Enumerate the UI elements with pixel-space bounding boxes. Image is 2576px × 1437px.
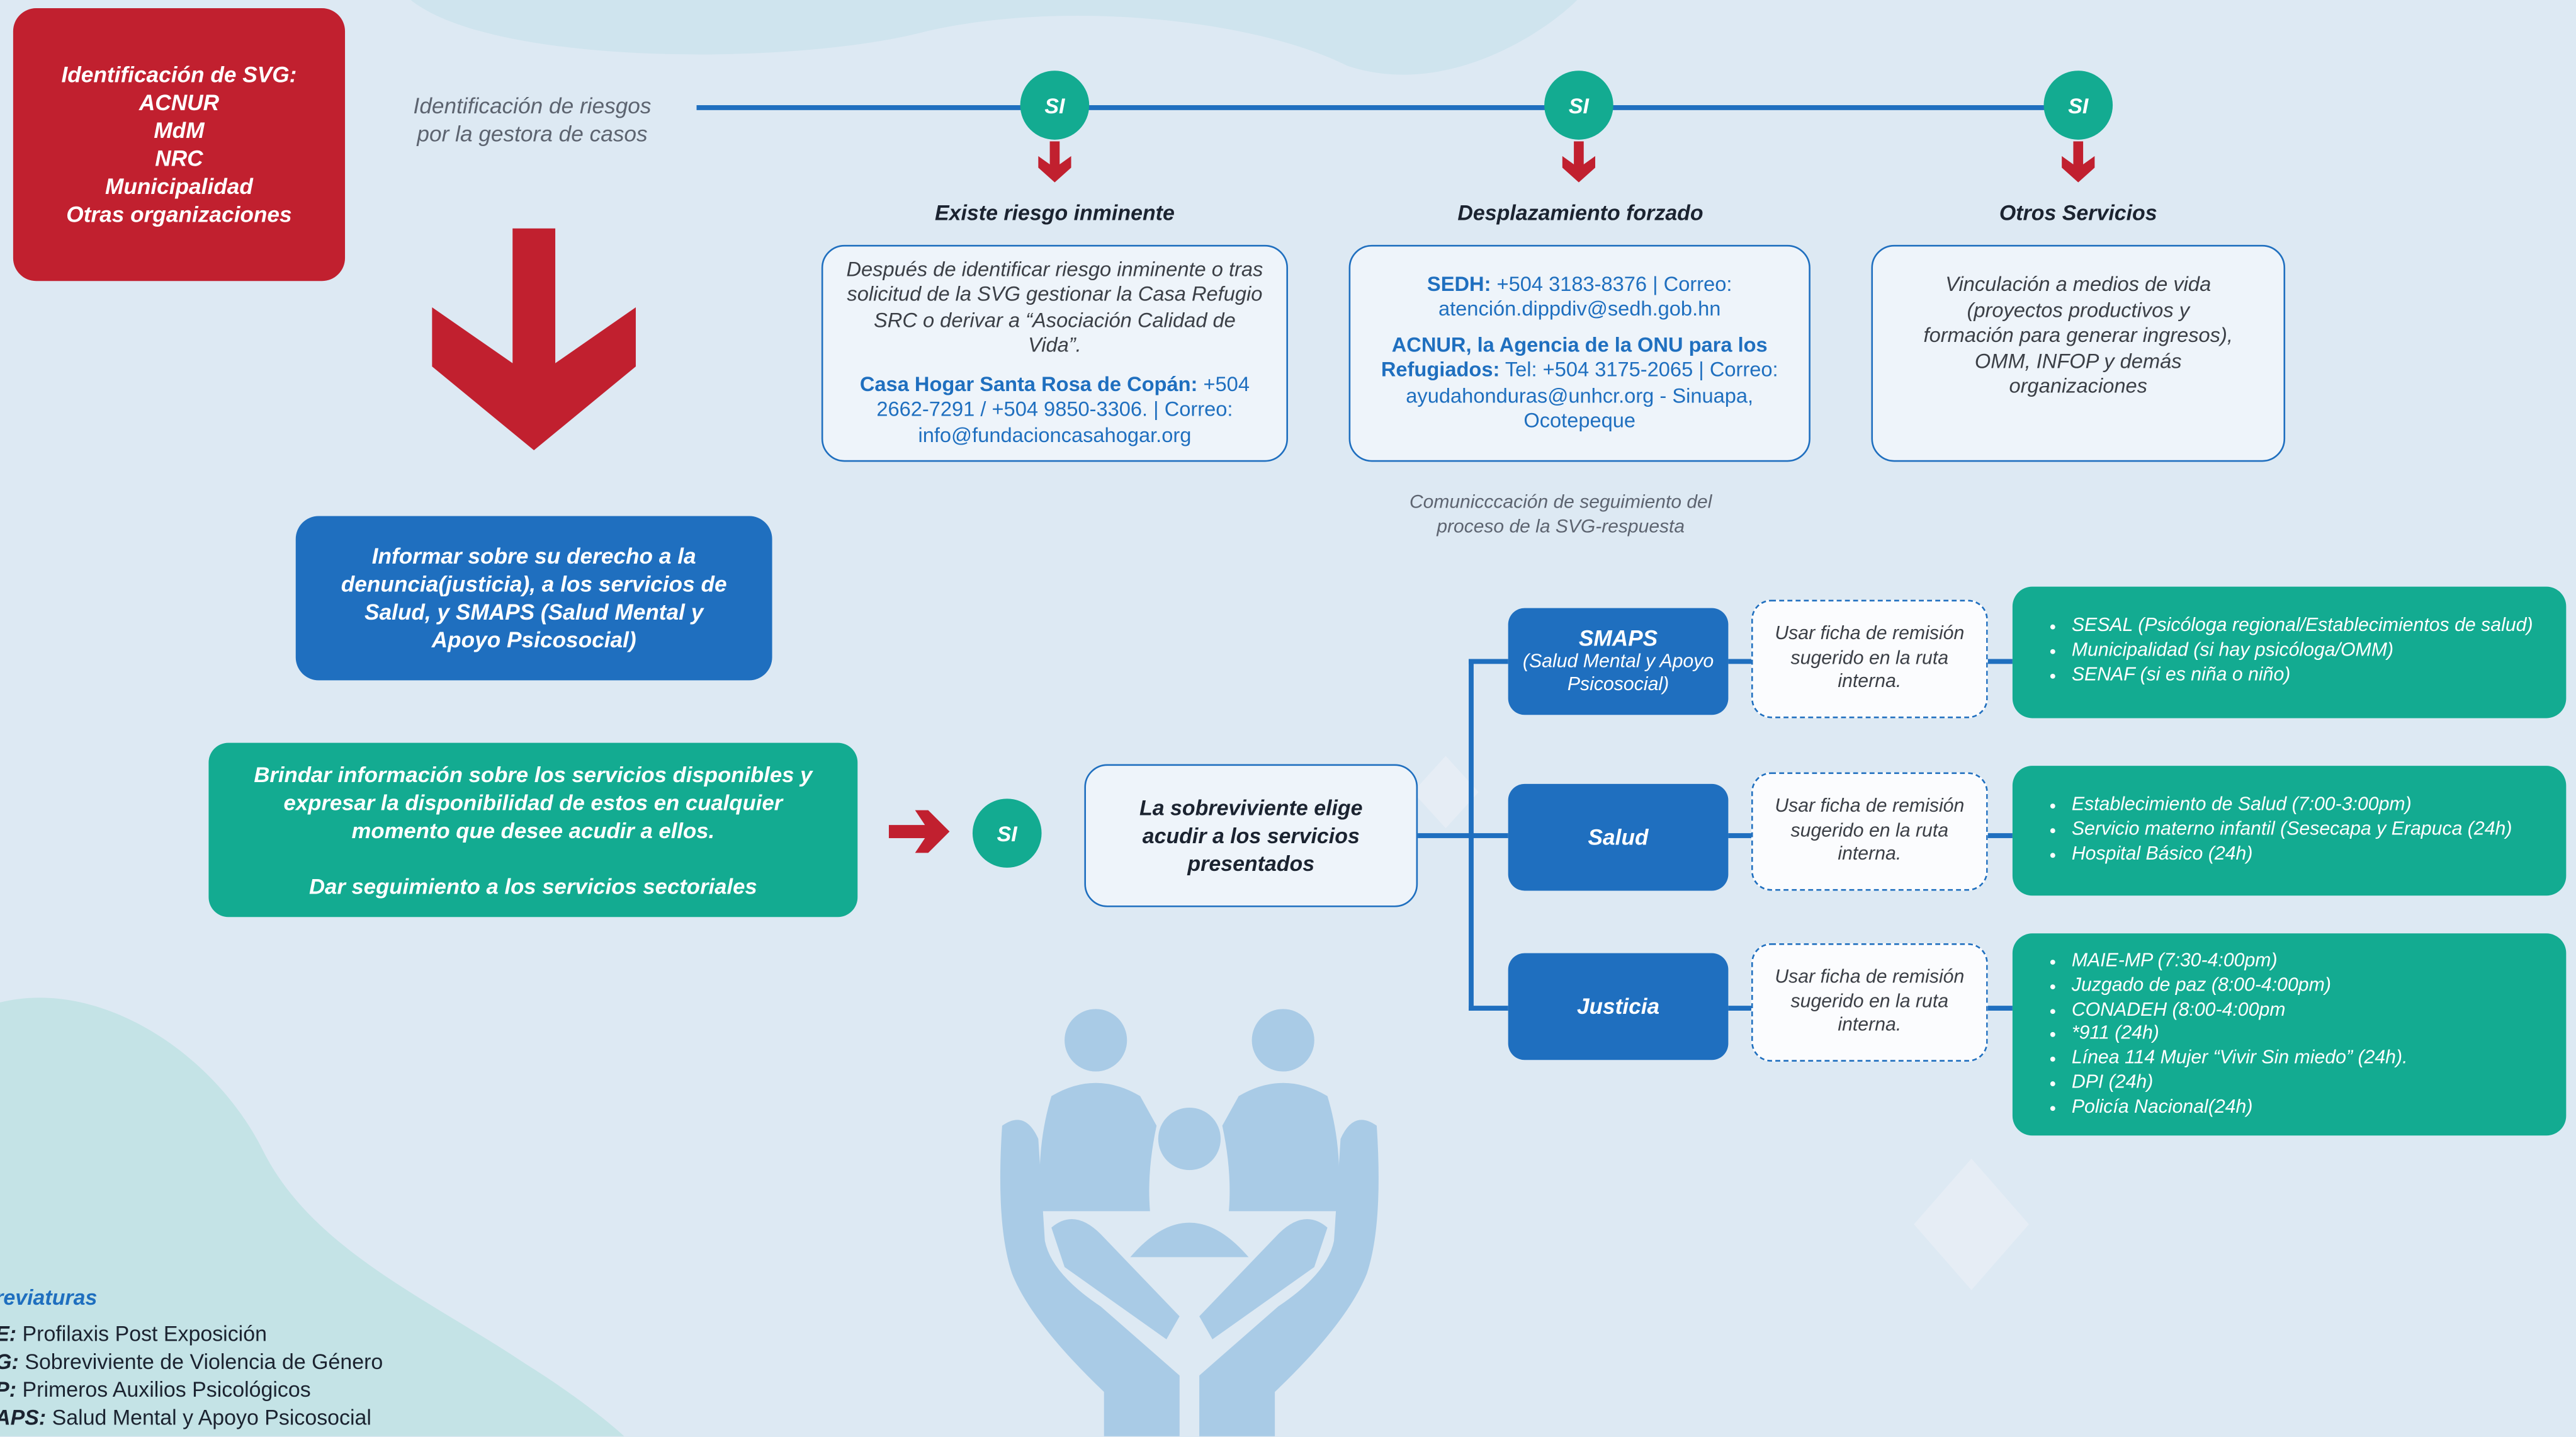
imminent-risk-box: Después de identificar riesgo inminente … — [821, 244, 1289, 462]
list-item: Establecimiento de Salud (7:00-3:00pm) — [2072, 793, 2567, 818]
big-down-arrow-icon — [432, 228, 636, 451]
abbreviation-code: G: — [0, 1349, 19, 1374]
list-item: Servicio materno infantil (Sesecapa y Er… — [2072, 818, 2567, 843]
casa-hogar-details: +504 2662-7291 / +504 9850-3306. | Corre… — [876, 372, 1250, 447]
list-item: Policía Nacional(24h) — [2072, 1096, 2567, 1120]
family-hands-icon — [1000, 1009, 1379, 1436]
down-arrow-icon — [2062, 141, 2095, 183]
abbreviation-item: P: Primeros Auxilios Psicológicos — [0, 1375, 472, 1403]
followup-note-line: proceso de la SVG-respuesta — [1437, 516, 1685, 537]
sedh-name: SEDH: — [1426, 271, 1491, 295]
other-services-box: Vinculación a medios de vida (proyectos … — [1871, 244, 2286, 462]
si-circle-1: SI — [1020, 71, 1090, 140]
provide-information-text: Brindar información sobre los servicios … — [254, 761, 813, 843]
abbreviation-code: APS: — [0, 1405, 47, 1430]
justicia-services-list: MAIE-MP (7:30-4:00pm) Juzgado de paz (8:… — [2012, 933, 2567, 1136]
list-item: *911 (24h) — [2072, 1023, 2567, 1047]
tree-connector — [1987, 833, 2013, 838]
sedh-contact: SEDH: +504 3183-8376 | Correo: atención.… — [1370, 272, 1788, 323]
forced-displacement-box: SEDH: +504 3183-8376 | Correo: atención.… — [1348, 244, 1811, 462]
referral-box-justicia: Usar ficha de remisión sugerido en la ru… — [1751, 943, 1988, 1062]
column-title-forced-displacement: Desplazamiento forzado — [1457, 200, 1703, 225]
svg-identification-title: Identificación de SVG: — [61, 62, 297, 88]
list-item: CONADEH (8:00-4:00pm — [2072, 999, 2567, 1023]
list-item: Línea 114 Mujer “Vivir Sin miedo” (24h). — [2072, 1047, 2567, 1072]
svg-identification-line: ACNUR — [138, 90, 220, 115]
risk-label-line: Identificación de riesgos — [413, 93, 652, 118]
abbreviation-item: APS: Salud Mental y Apoyo Psicosocial — [0, 1404, 472, 1431]
column-title-imminent-risk: Existe riesgo inminente — [935, 200, 1175, 225]
salud-services-list: Establecimiento de Salud (7:00-3:00pm) S… — [2012, 766, 2567, 896]
list-item: Hospital Básico (24h) — [2072, 843, 2567, 867]
abbreviation-meaning: Profilaxis Post Exposición — [16, 1321, 267, 1346]
followup-note-line: Comunicccación de seguimiento del — [1409, 492, 1712, 513]
tree-connector — [1728, 659, 1751, 664]
tree-connector — [1987, 1006, 2013, 1011]
right-arrow-icon — [888, 810, 950, 853]
abbreviation-code: E: — [0, 1321, 17, 1346]
risk-identification-label: Identificación de riesgos por la gestora… — [388, 92, 677, 148]
service-subtitle: (Salud Mental y Apoyo Psicosocial) — [1522, 650, 1714, 695]
followup-note: Comunicccación de seguimiento del proces… — [1364, 491, 1758, 539]
followup-services-text: Dar seguimiento a los servicios sectoria… — [308, 873, 757, 899]
abbreviations-title: reviaturas — [0, 1285, 98, 1310]
casa-hogar-name: Casa Hogar Santa Rosa de Copán: — [859, 372, 1198, 396]
list-item: MAIE-MP (7:30-4:00pm) — [2072, 950, 2567, 974]
tree-connector — [1469, 1006, 1508, 1011]
acnur-details: Tel: +504 3175-2065 | Correo: ayudahondu… — [1406, 358, 1778, 433]
service-name: Salud — [1588, 825, 1649, 850]
si-circle-3: SI — [2043, 71, 2113, 140]
svg-identification-line: MdM — [154, 118, 205, 144]
service-name: SMAPS — [1578, 625, 1658, 650]
acnur-contact: ACNUR, la Agencia de la ONU para los Ref… — [1370, 332, 1788, 435]
abbreviations-panel: reviaturas E: Profilaxis Post Exposición… — [0, 1285, 472, 1431]
other-services-text: Vinculación a medios de vida (proyectos … — [1923, 273, 2233, 399]
column-title-other-services: Otros Servicios — [1999, 200, 2157, 225]
svg-identification-line: Otras organizaciones — [66, 202, 292, 227]
sedh-details: +504 3183-8376 | Correo: atención.dippdi… — [1438, 271, 1732, 321]
si-circle-middle: SI — [972, 798, 1042, 868]
tree-connector — [1728, 1006, 1751, 1011]
list-item: Municipalidad (si hay psicóloga/OMM) — [2072, 639, 2567, 664]
imminent-risk-text: Después de identificar riesgo inminente … — [846, 258, 1263, 357]
abbreviation-meaning: Sobreviviente de Violencia de Género — [18, 1349, 383, 1374]
inform-rights-box: Informar sobre su derecho a la denuncia(… — [295, 516, 772, 681]
list-item: Juzgado de paz (8:00-4:00pm) — [2072, 974, 2567, 999]
down-arrow-icon — [1562, 141, 1596, 183]
abbreviation-meaning: Primeros Auxilios Psicológicos — [16, 1377, 311, 1402]
service-name: Justicia — [1576, 994, 1660, 1020]
down-arrow-icon — [1038, 141, 1071, 183]
tree-connector — [1469, 833, 1508, 839]
risk-label-line: por la gestora de casos — [417, 122, 648, 147]
list-item: SENAF (si es niña o niño) — [2072, 663, 2567, 688]
survivor-choice-box: La sobreviviente elige acudir a los serv… — [1084, 764, 1418, 907]
service-smaps: SMAPS (Salud Mental y Apoyo Psicosocial) — [1508, 608, 1729, 715]
referral-box-smaps: Usar ficha de remisión sugerido en la ru… — [1751, 599, 1988, 718]
tree-connector — [1728, 833, 1751, 838]
si-circle-2: SI — [1544, 71, 1613, 140]
service-justicia: Justicia — [1508, 953, 1729, 1060]
tree-connector — [1469, 659, 1508, 665]
abbreviation-item: E: Profilaxis Post Exposición — [0, 1320, 472, 1348]
svg-identification-line: NRC — [155, 146, 203, 171]
acnur-name: ACNUR, la Agencia de la ONU para los Ref… — [1381, 332, 1768, 382]
smaps-services-list: SESAL (Psicóloga regional/Establecimient… — [2012, 586, 2567, 718]
abbreviation-item: G: Sobreviviente de Violencia de Género — [0, 1348, 472, 1375]
abbreviation-code: P: — [0, 1377, 17, 1402]
abbreviation-meaning: Salud Mental y Apoyo Psicosocial — [46, 1405, 371, 1430]
list-item: DPI (24h) — [2072, 1071, 2567, 1096]
svg-identification-box: Identificación de SVG: ACNUR MdM NRC Mun… — [13, 8, 346, 281]
svg-identification-line: Municipalidad — [105, 174, 253, 199]
tree-connector — [1418, 833, 1474, 839]
provide-information-box: Brindar información sobre los servicios … — [208, 742, 858, 917]
list-item: SESAL (Psicóloga regional/Establecimient… — [2072, 615, 2567, 639]
tree-connector — [1987, 659, 2013, 664]
referral-box-salud: Usar ficha de remisión sugerido en la ru… — [1751, 772, 1988, 891]
service-salud: Salud — [1508, 783, 1729, 891]
top-connector-line — [696, 105, 2080, 111]
casa-hogar-contact: Casa Hogar Santa Rosa de Copán: +504 266… — [846, 373, 1263, 449]
